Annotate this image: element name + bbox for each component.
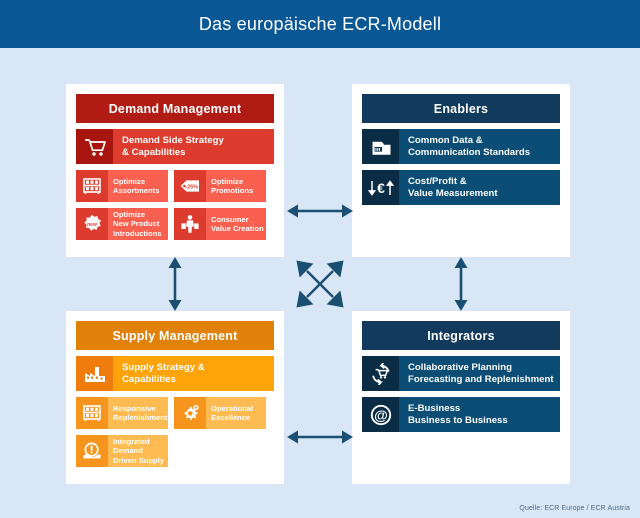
tile-oe-line1: Operational [211, 403, 254, 413]
supply-strategy-row[interactable]: Supply Strategy & Capabilities [76, 356, 274, 391]
cart-cycle-icon [362, 356, 399, 391]
tile-idds-line2: Demand [113, 446, 143, 456]
tile-promotions-line2: Promotions [211, 186, 254, 195]
tile-rr-line1: Responsive [113, 403, 156, 413]
tile-operational-excellence[interactable]: Operational Excellence [174, 397, 266, 429]
at-sign-icon: @ [362, 397, 399, 432]
double-arrow-horizontal-icon-top [286, 198, 354, 224]
supply-tiles-grid: Responsive Replenishment [76, 397, 274, 467]
common-data-line1: Common Data & [408, 134, 483, 146]
quadrant-title-demand-management: Demand Management [76, 94, 274, 123]
quadrant-title-supply-management: Supply Management [76, 321, 274, 350]
factory-icon [76, 356, 113, 391]
tile-optimize-promotions-label: Optimize Promotions [206, 170, 266, 202]
demand-side-strategy-line1: Demand Side Strategy [122, 134, 224, 146]
tile-consumer-value-creation[interactable]: Consumer Value Creation [174, 208, 266, 240]
demand-wave-icon [76, 435, 108, 467]
collaborative-planning-label: Collaborative Planning Forecasting and R… [399, 356, 560, 391]
e-business-row[interactable]: @ E-Business Business to Business [362, 397, 560, 432]
shopping-cart-icon [76, 129, 113, 164]
tile-idds-line3: Driven Supply [113, 455, 165, 465]
tile-assortments-line2: Assortments [113, 186, 160, 195]
tile-cvc-line2: Value Creation [211, 224, 264, 233]
common-data-row[interactable]: Common Data & Communication Standards [362, 129, 560, 164]
tile-new-product-label: Optimize New Product Introductions [108, 208, 168, 240]
demand-tiles-grid: Optimize Assortments -25% [76, 170, 274, 240]
cost-profit-line1: Cost/Profit & [408, 175, 467, 187]
shopper-icon [174, 208, 206, 240]
tile-oe-line2: Excellence [211, 413, 251, 422]
source-attribution: Quelle: ECR Europe / ECR Austria [519, 505, 630, 512]
at-symbol-text: @ [374, 407, 388, 423]
diagram-canvas: Demand Management Demand Side Strategy &… [0, 48, 640, 518]
tile-operational-excellence-label: Operational Excellence [206, 397, 266, 429]
new-burst-icon: new [76, 208, 108, 240]
tile-cvc-line1: Consumer [211, 214, 249, 224]
cost-profit-label: Cost/Profit & Value Measurement [399, 170, 560, 205]
data-cards-icon [362, 129, 399, 164]
tile-optimize-assortments[interactable]: Optimize Assortments [76, 170, 168, 202]
tile-optimize-new-product-introductions[interactable]: new Optimize New Product Introductions [76, 208, 168, 240]
tile-promotions-line1: Optimize [211, 176, 244, 186]
page-title: Das europäische ECR-Modell [198, 13, 442, 34]
title-bar: Das europäische ECR-Modell [0, 0, 640, 48]
collaborative-planning-row[interactable]: Collaborative Planning Forecasting and R… [362, 356, 560, 391]
cpfr-line1: Collaborative Planning [408, 361, 512, 373]
tile-integrated-demand-driven-supply[interactable]: Integrated Demand Driven Supply [76, 435, 168, 467]
quadrant-enablers: Enablers Common Data & Communi [352, 84, 570, 257]
cpfr-line2: Forecasting and Replenishment [408, 373, 554, 385]
tile-assortments-line1: Optimize [113, 176, 146, 186]
supply-strategy-line2: Capabilities [122, 373, 176, 385]
euro-arrows-icon: € [362, 170, 399, 205]
price-tag-badge-text: -25% [185, 184, 198, 190]
common-data-label: Common Data & Communication Standards [399, 129, 560, 164]
tile-responsive-replenishment[interactable]: Responsive Replenishment [76, 397, 168, 429]
ebusiness-line2: Business to Business [408, 414, 508, 426]
demand-side-strategy-line2: & Capabilities [122, 146, 186, 158]
quadrant-title-enablers: Enablers [362, 94, 560, 123]
e-business-label: E-Business Business to Business [399, 397, 560, 432]
shelf-icon [76, 170, 108, 202]
cost-profit-row[interactable]: € Cost/Profit & Value Measurement [362, 170, 560, 205]
supply-strategy-line1: Supply Strategy & [122, 361, 205, 373]
price-tag-icon: -25% [174, 170, 206, 202]
ebusiness-line1: E-Business [408, 402, 461, 414]
new-burst-badge-text: new [87, 222, 97, 228]
shelf-icon [76, 397, 108, 429]
tile-optimize-promotions[interactable]: -25% Optimize Promotions [174, 170, 266, 202]
four-way-diagonal-arrows-icon [291, 256, 349, 312]
gears-icon [174, 397, 206, 429]
common-data-line2: Communication Standards [408, 146, 531, 158]
tile-responsive-replenishment-label: Responsive Replenishment [108, 397, 169, 429]
cost-profit-line2: Value Measurement [408, 187, 498, 199]
double-arrow-vertical-icon-right [448, 256, 474, 312]
tile-idds-label: Integrated Demand Driven Supply [108, 435, 168, 467]
quadrant-demand-management: Demand Management Demand Side Strategy &… [66, 84, 284, 257]
demand-side-strategy-row[interactable]: Demand Side Strategy & Capabilities [76, 129, 274, 164]
demand-side-strategy-label: Demand Side Strategy & Capabilities [113, 129, 274, 164]
double-arrow-vertical-icon-left [162, 256, 188, 312]
quadrant-integrators: Integrators Collaborative Planning Forec… [352, 311, 570, 484]
tile-rr-line2: Replenishment [113, 413, 168, 422]
euro-symbol-text: € [377, 180, 385, 196]
quadrant-supply-management: Supply Management Supply Strategy & Capa… [66, 311, 284, 484]
tile-npi-line2: New Product [113, 219, 160, 229]
tile-optimize-assortments-label: Optimize Assortments [108, 170, 168, 202]
tile-idds-line1: Integrated [113, 436, 150, 446]
supply-strategy-label: Supply Strategy & Capabilities [113, 356, 274, 391]
tile-consumer-value-label: Consumer Value Creation [206, 208, 266, 240]
double-arrow-horizontal-icon-bottom [286, 424, 354, 450]
tile-npi-line1: Optimize [113, 209, 146, 219]
tile-npi-line3: Introductions [113, 228, 162, 238]
quadrant-title-integrators: Integrators [362, 321, 560, 350]
